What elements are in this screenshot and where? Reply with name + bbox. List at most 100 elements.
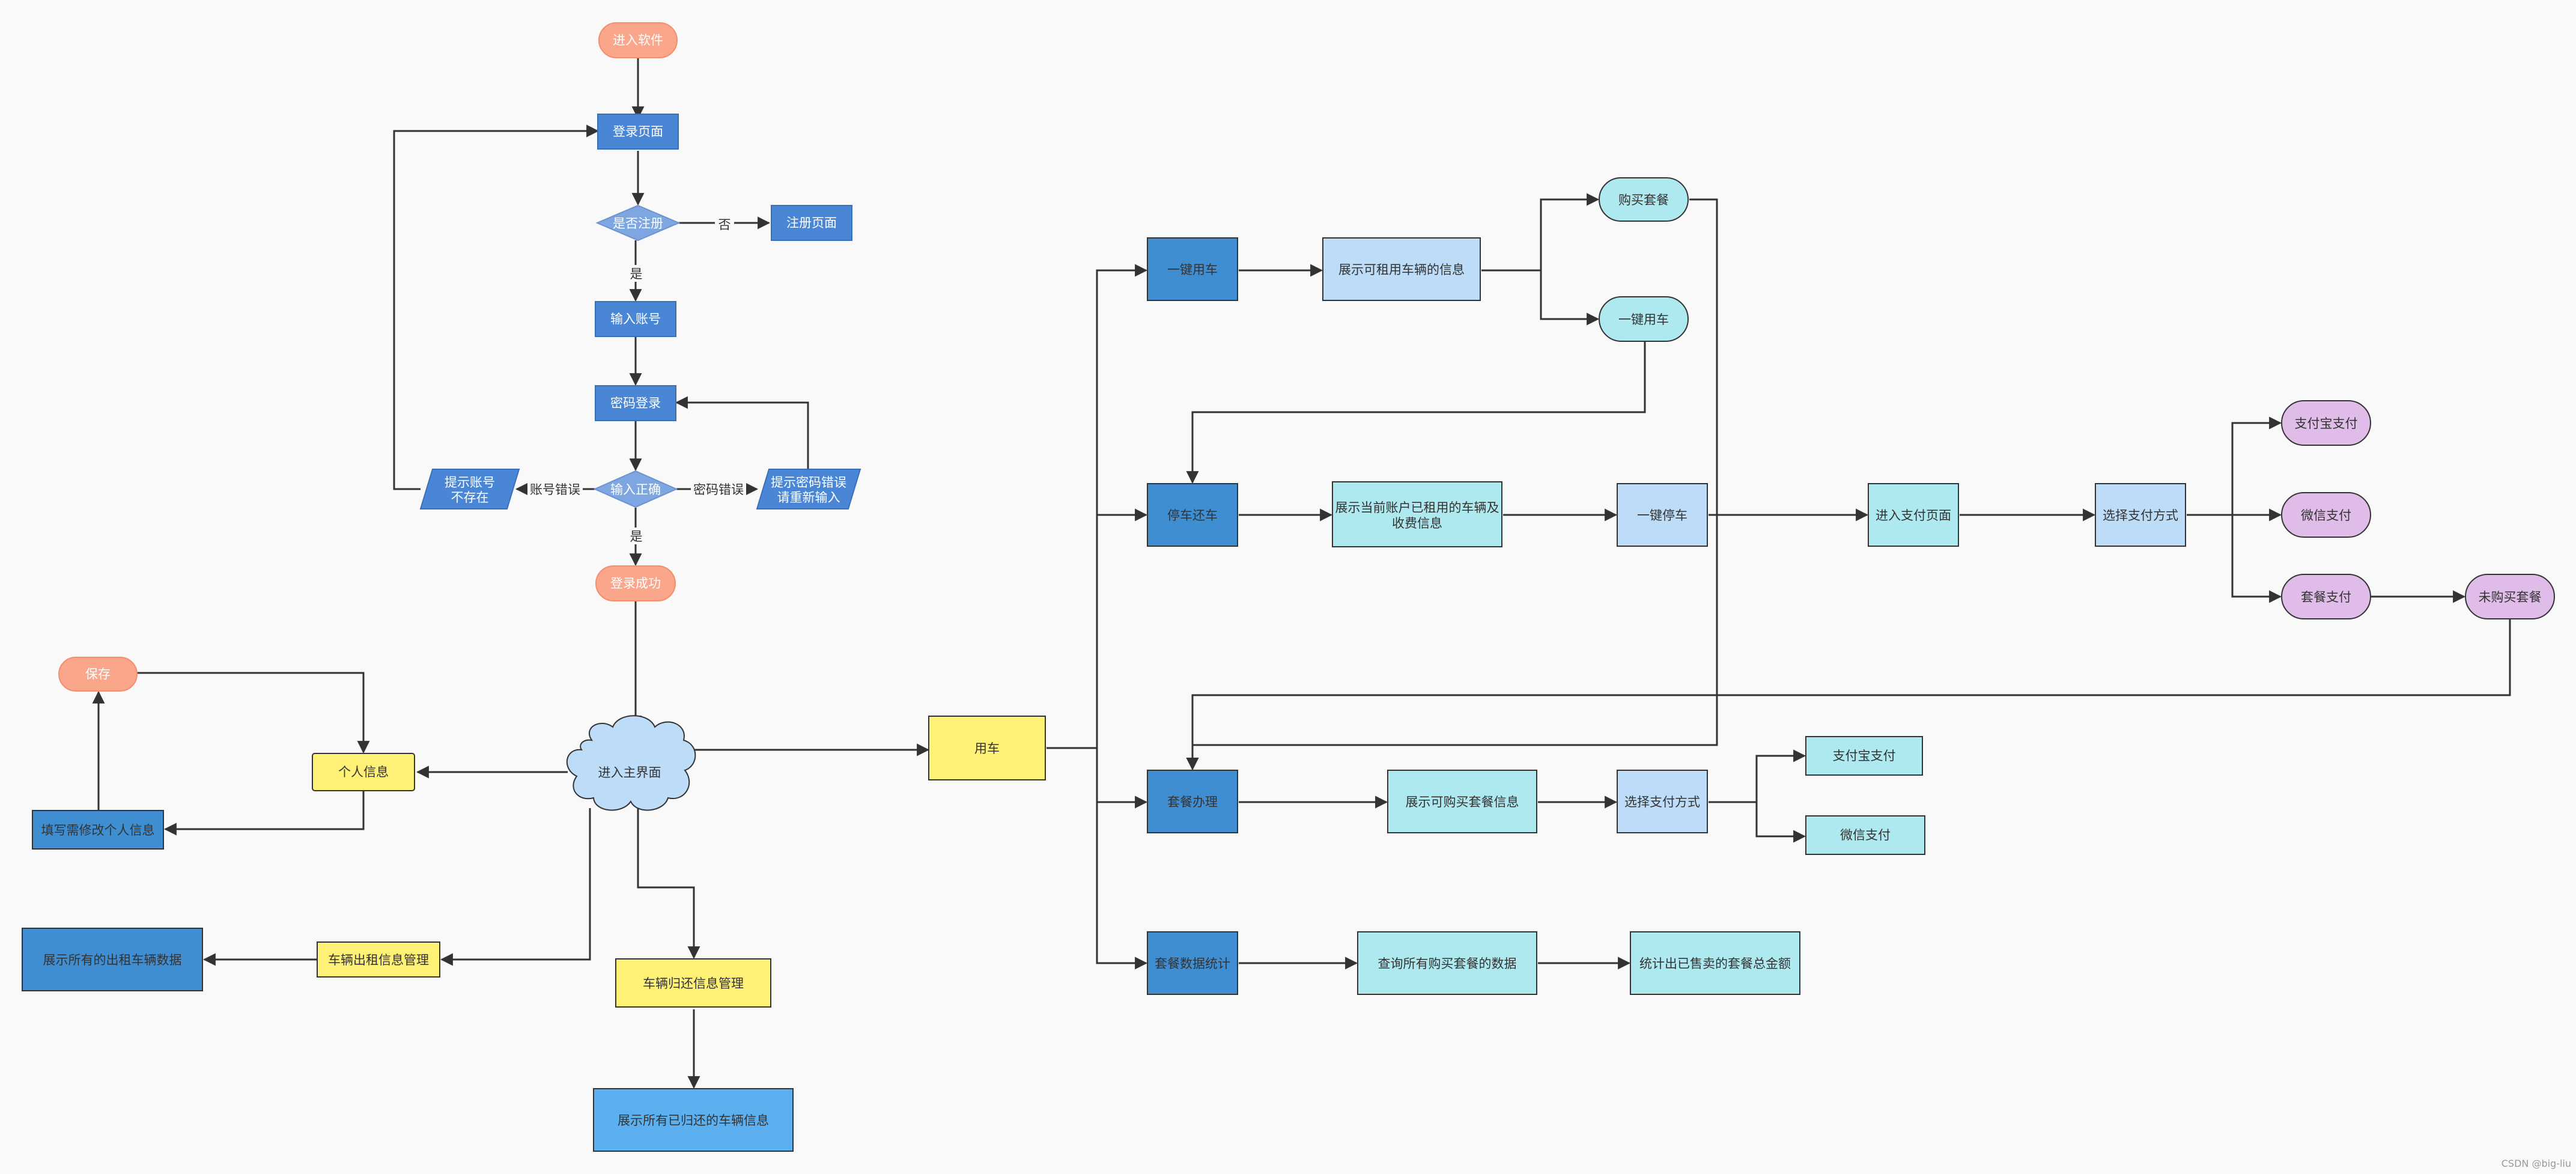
node-register-page: 注册页面 xyxy=(771,205,852,241)
node-show-packages: 展示可购买套餐信息 xyxy=(1387,770,1537,833)
node-login-success: 登录成功 xyxy=(595,565,676,601)
node-account-not-exist: 提示账号 不存在 xyxy=(419,469,520,509)
node-login-success-label: 登录成功 xyxy=(610,576,661,591)
node-main-interface: 进入主界面 xyxy=(566,715,696,811)
edge-choose-alipay xyxy=(2187,416,2282,516)
node-one-click-use: 一键用车 xyxy=(1147,237,1238,301)
node-one-click-use-2: 一键用车 xyxy=(1599,296,1689,342)
node-show-rentable-label: 展示可租用车辆的信息 xyxy=(1338,263,1465,277)
node-alipay: 支付宝支付 xyxy=(2281,400,2371,446)
edge-choose2-wechat2 xyxy=(1755,802,1806,843)
node-buy-package-top-label: 购买套餐 xyxy=(1618,193,1669,207)
edges xyxy=(92,58,2511,1089)
node-choose-payment-2-label: 选择支付方式 xyxy=(1624,795,1700,809)
edge-labels: 否 是 账号错误 密码错误 是 xyxy=(527,215,746,544)
edge-main-returnmgmt xyxy=(637,808,700,960)
node-choose-payment-label: 选择支付方式 xyxy=(2103,508,2178,523)
edge-usecar-branch xyxy=(1046,264,1148,749)
node-one-click-use-2-label: 一键用车 xyxy=(1618,312,1669,327)
node-main-interface-label: 进入主界面 xyxy=(598,765,661,780)
edge-save-personal xyxy=(136,672,370,754)
node-show-rented-fees-label-1: 展示当前账户已租用的车辆及 xyxy=(1335,500,1499,515)
node-is-registered: 是否注册 xyxy=(595,204,681,242)
node-package-handle-label: 套餐办理 xyxy=(1167,795,1218,809)
node-rent-info-mgmt-label: 车辆出租信息管理 xyxy=(328,953,429,967)
node-password-wrong-label-2: 请重新输入 xyxy=(777,490,840,505)
node-edit-personal-info: 填写需修改个人信息 xyxy=(32,810,164,850)
watermark: CSDN @big-liu xyxy=(2501,1158,2571,1169)
node-show-returned: 展示所有已归还的车辆信息 xyxy=(593,1088,794,1152)
node-one-click-use-label: 一键用车 xyxy=(1167,263,1218,277)
node-return-info-mgmt-label: 车辆归还信息管理 xyxy=(643,976,744,991)
edge-choose2-alipay2 xyxy=(1709,749,1806,803)
edge-use2-stop xyxy=(1186,341,1646,484)
edge-branch-stats xyxy=(1096,748,1148,970)
node-wechat-pay: 微信支付 xyxy=(2281,492,2371,538)
node-login-page: 登录页面 xyxy=(597,114,679,150)
node-one-click-park: 一键停车 xyxy=(1617,483,1708,547)
node-password-login-label: 密码登录 xyxy=(610,396,661,410)
node-personal-info-label: 个人信息 xyxy=(338,765,389,779)
node-query-packages-label: 查询所有购买套餐的数据 xyxy=(1378,957,1517,971)
node-use-car-label: 用车 xyxy=(974,741,1000,756)
node-account-not-exist-label-1: 提示账号 xyxy=(445,475,495,490)
node-show-rented-fees: 展示当前账户已租用的车辆及 收费信息 xyxy=(1332,481,1502,547)
node-choose-payment: 选择支付方式 xyxy=(2095,483,2186,547)
label-no: 否 xyxy=(718,217,731,232)
edge-pwdwrong-password xyxy=(675,396,809,472)
node-package-stats-label: 套餐数据统计 xyxy=(1155,957,1230,971)
node-show-returned-label: 展示所有已归还的车辆信息 xyxy=(618,1113,769,1128)
node-is-registered-label: 是否注册 xyxy=(613,216,663,231)
node-password-wrong: 提示密码错误 请重新输入 xyxy=(756,469,861,509)
edge-personal-edit xyxy=(163,791,365,836)
node-package-stats: 套餐数据统计 xyxy=(1147,931,1238,995)
node-return-info-mgmt: 车辆归还信息管理 xyxy=(615,958,771,1008)
node-not-bought: 未购买套餐 xyxy=(2465,574,2555,619)
edge-showrentable-buy xyxy=(1481,193,1600,272)
node-stop-car: 停车还车 xyxy=(1147,483,1238,547)
edge-main-rentmgmt xyxy=(440,808,591,966)
node-show-rented-label: 展示所有的出租车辆数据 xyxy=(43,953,182,967)
node-choose-payment-2: 选择支付方式 xyxy=(1617,770,1708,833)
node-input-correct-label: 输入正确 xyxy=(610,482,661,497)
node-show-packages-label: 展示可购买套餐信息 xyxy=(1406,795,1519,809)
node-alipay-2: 支付宝支付 xyxy=(1805,736,1923,776)
label-account-error: 账号错误 xyxy=(530,482,580,497)
node-show-rented: 展示所有的出租车辆数据 xyxy=(22,928,203,991)
node-enter-payment-label: 进入支付页面 xyxy=(1876,508,1951,523)
node-input-account: 输入账号 xyxy=(595,301,676,337)
node-save-label: 保存 xyxy=(85,667,111,681)
node-enter-payment: 进入支付页面 xyxy=(1868,483,1959,547)
node-start: 进入软件 xyxy=(598,22,678,58)
node-wechat-pay-2: 微信支付 xyxy=(1805,815,1925,855)
node-alipay-label: 支付宝支付 xyxy=(2295,416,2358,431)
node-password-wrong-label-1: 提示密码错误 xyxy=(771,475,846,490)
node-stop-car-label: 停车还车 xyxy=(1167,508,1218,523)
label-password-error: 密码错误 xyxy=(693,482,744,497)
node-show-rentable: 展示可租用车辆的信息 xyxy=(1322,237,1481,301)
node-package-pay: 套餐支付 xyxy=(2281,574,2371,619)
label-yes: 是 xyxy=(630,267,643,281)
node-use-car: 用车 xyxy=(928,716,1046,780)
node-show-rented-fees-label-2: 收费信息 xyxy=(1392,516,1442,531)
node-one-click-park-label: 一键停车 xyxy=(1637,508,1687,523)
node-input-correct: 输入正确 xyxy=(593,470,678,508)
node-buy-package-top: 购买套餐 xyxy=(1599,177,1689,222)
node-wechat-pay-2-label: 微信支付 xyxy=(1840,828,1891,842)
node-start-label: 进入软件 xyxy=(613,33,663,47)
edge-notexist-login xyxy=(393,124,600,490)
node-wechat-pay-label: 微信支付 xyxy=(2301,508,2351,523)
node-account-not-exist-label-2: 不存在 xyxy=(451,490,489,505)
node-not-bought-label: 未购买套餐 xyxy=(2479,590,2542,604)
node-rent-info-mgmt: 车辆出租信息管理 xyxy=(317,941,440,978)
node-package-handle: 套餐办理 xyxy=(1147,770,1238,833)
node-edit-personal-info-label: 填写需修改个人信息 xyxy=(41,823,155,838)
edge-showrentable-use2 xyxy=(1540,270,1600,326)
edge-choose-packagepay xyxy=(2231,515,2282,603)
node-password-login: 密码登录 xyxy=(595,385,676,421)
node-total-sold-label: 统计出已售卖的套餐总金额 xyxy=(1639,957,1791,971)
label-yes-2: 是 xyxy=(630,529,643,544)
node-login-page-label: 登录页面 xyxy=(613,124,663,139)
node-total-sold: 统计出已售卖的套餐总金额 xyxy=(1630,931,1800,995)
